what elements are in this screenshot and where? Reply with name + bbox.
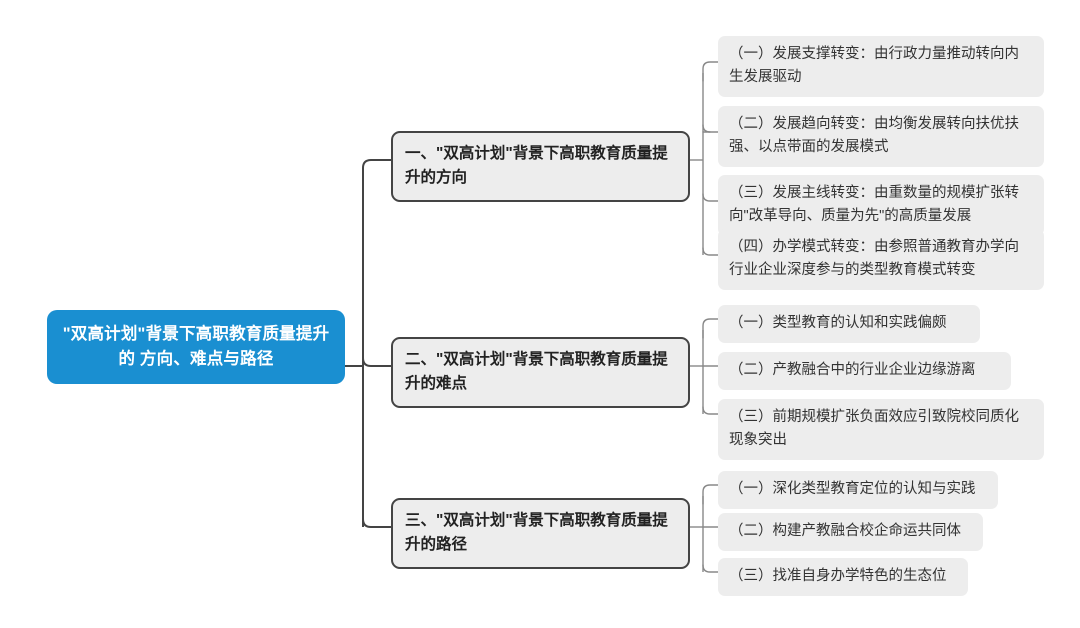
leaf-node-3-1[interactable]: （一）深化类型教育定位的认知与实践 (718, 471, 998, 509)
leaf-node-3-2[interactable]: （二）构建产教融合校企命运共同体 (718, 513, 983, 551)
leaf-node-2-3[interactable]: （三）前期规模扩张负面效应引致院校同质化现象突出 (718, 399, 1044, 460)
branch-node-1-label: 一、"双高计划"背景下高职教育质量提升的方向 (405, 145, 668, 186)
root-node-label: "双高计划"背景下高职教育质量提升的 方向、难点与路径 (62, 325, 330, 368)
leaf-node-2-2[interactable]: （二）产教融合中的行业企业边缘游离 (718, 352, 1011, 390)
leaf-node-3-3[interactable]: （三）找准自身办学特色的生态位 (718, 558, 968, 596)
leaf-node-1-3[interactable]: （三）发展主线转变：由重数量的规模扩张转向"改革导向、质量为先"的高质量发展 (718, 175, 1044, 236)
leaf-node-2-1[interactable]: （一）类型教育的认知和实践偏颇 (718, 305, 980, 343)
root-node[interactable]: "双高计划"背景下高职教育质量提升的 方向、难点与路径 (47, 310, 345, 384)
branch-node-3[interactable]: 三、"双高计划"背景下高职教育质量提升的路径 (391, 498, 690, 569)
branch-node-2[interactable]: 二、"双高计划"背景下高职教育质量提升的难点 (391, 337, 690, 408)
leaf-node-1-1-label: （一）发展支撑转变：由行政力量推动转向内生发展驱动 (729, 46, 1019, 85)
leaf-node-1-4[interactable]: （四）办学模式转变：由参照普通教育办学向行业企业深度参与的类型教育模式转变 (718, 229, 1044, 290)
leaf-node-3-3-label: （三）找准自身办学特色的生态位 (729, 568, 947, 584)
leaf-node-1-3-label: （三）发展主线转变：由重数量的规模扩张转向"改革导向、质量为先"的高质量发展 (729, 185, 1019, 224)
leaf-node-1-2-label: （二）发展趋向转变：由均衡发展转向扶优扶强、以点带面的发展模式 (729, 116, 1019, 155)
leaf-node-1-2[interactable]: （二）发展趋向转变：由均衡发展转向扶优扶强、以点带面的发展模式 (718, 106, 1044, 167)
leaf-node-3-2-label: （二）构建产教融合校企命运共同体 (729, 523, 961, 539)
branch-node-1[interactable]: 一、"双高计划"背景下高职教育质量提升的方向 (391, 131, 690, 202)
branch-node-3-label: 三、"双高计划"背景下高职教育质量提升的路径 (405, 512, 668, 553)
leaf-node-3-1-label: （一）深化类型教育定位的认知与实践 (729, 481, 976, 497)
leaf-node-1-4-label: （四）办学模式转变：由参照普通教育办学向行业企业深度参与的类型教育模式转变 (729, 239, 1019, 278)
branch-node-2-label: 二、"双高计划"背景下高职教育质量提升的难点 (405, 351, 668, 392)
leaf-node-2-1-label: （一）类型教育的认知和实践偏颇 (729, 315, 947, 331)
leaf-node-1-1[interactable]: （一）发展支撑转变：由行政力量推动转向内生发展驱动 (718, 36, 1044, 97)
leaf-node-2-3-label: （三）前期规模扩张负面效应引致院校同质化现象突出 (729, 409, 1019, 448)
leaf-node-2-2-label: （二）产教融合中的行业企业边缘游离 (729, 362, 976, 378)
